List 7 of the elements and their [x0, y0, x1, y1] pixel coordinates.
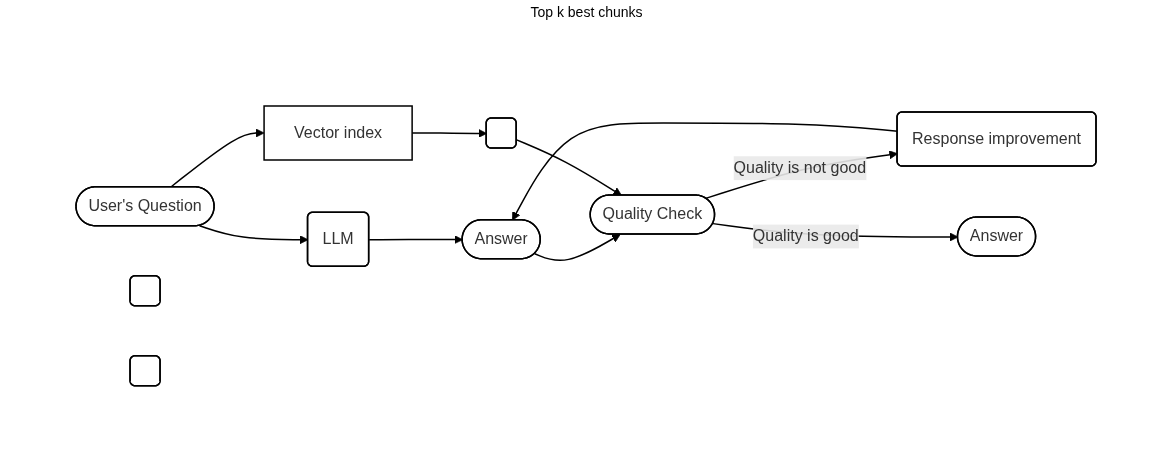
- arrow: [516, 139, 623, 196]
- arrow: [199, 225, 309, 245]
- note-label: Top k best chunks: [530, 4, 643, 20]
- edge-label: Quality is not good: [734, 159, 867, 177]
- node-box: Vector index: [263, 105, 414, 161]
- edge-label: Quality is good: [753, 227, 860, 245]
- arrow: [534, 234, 622, 262]
